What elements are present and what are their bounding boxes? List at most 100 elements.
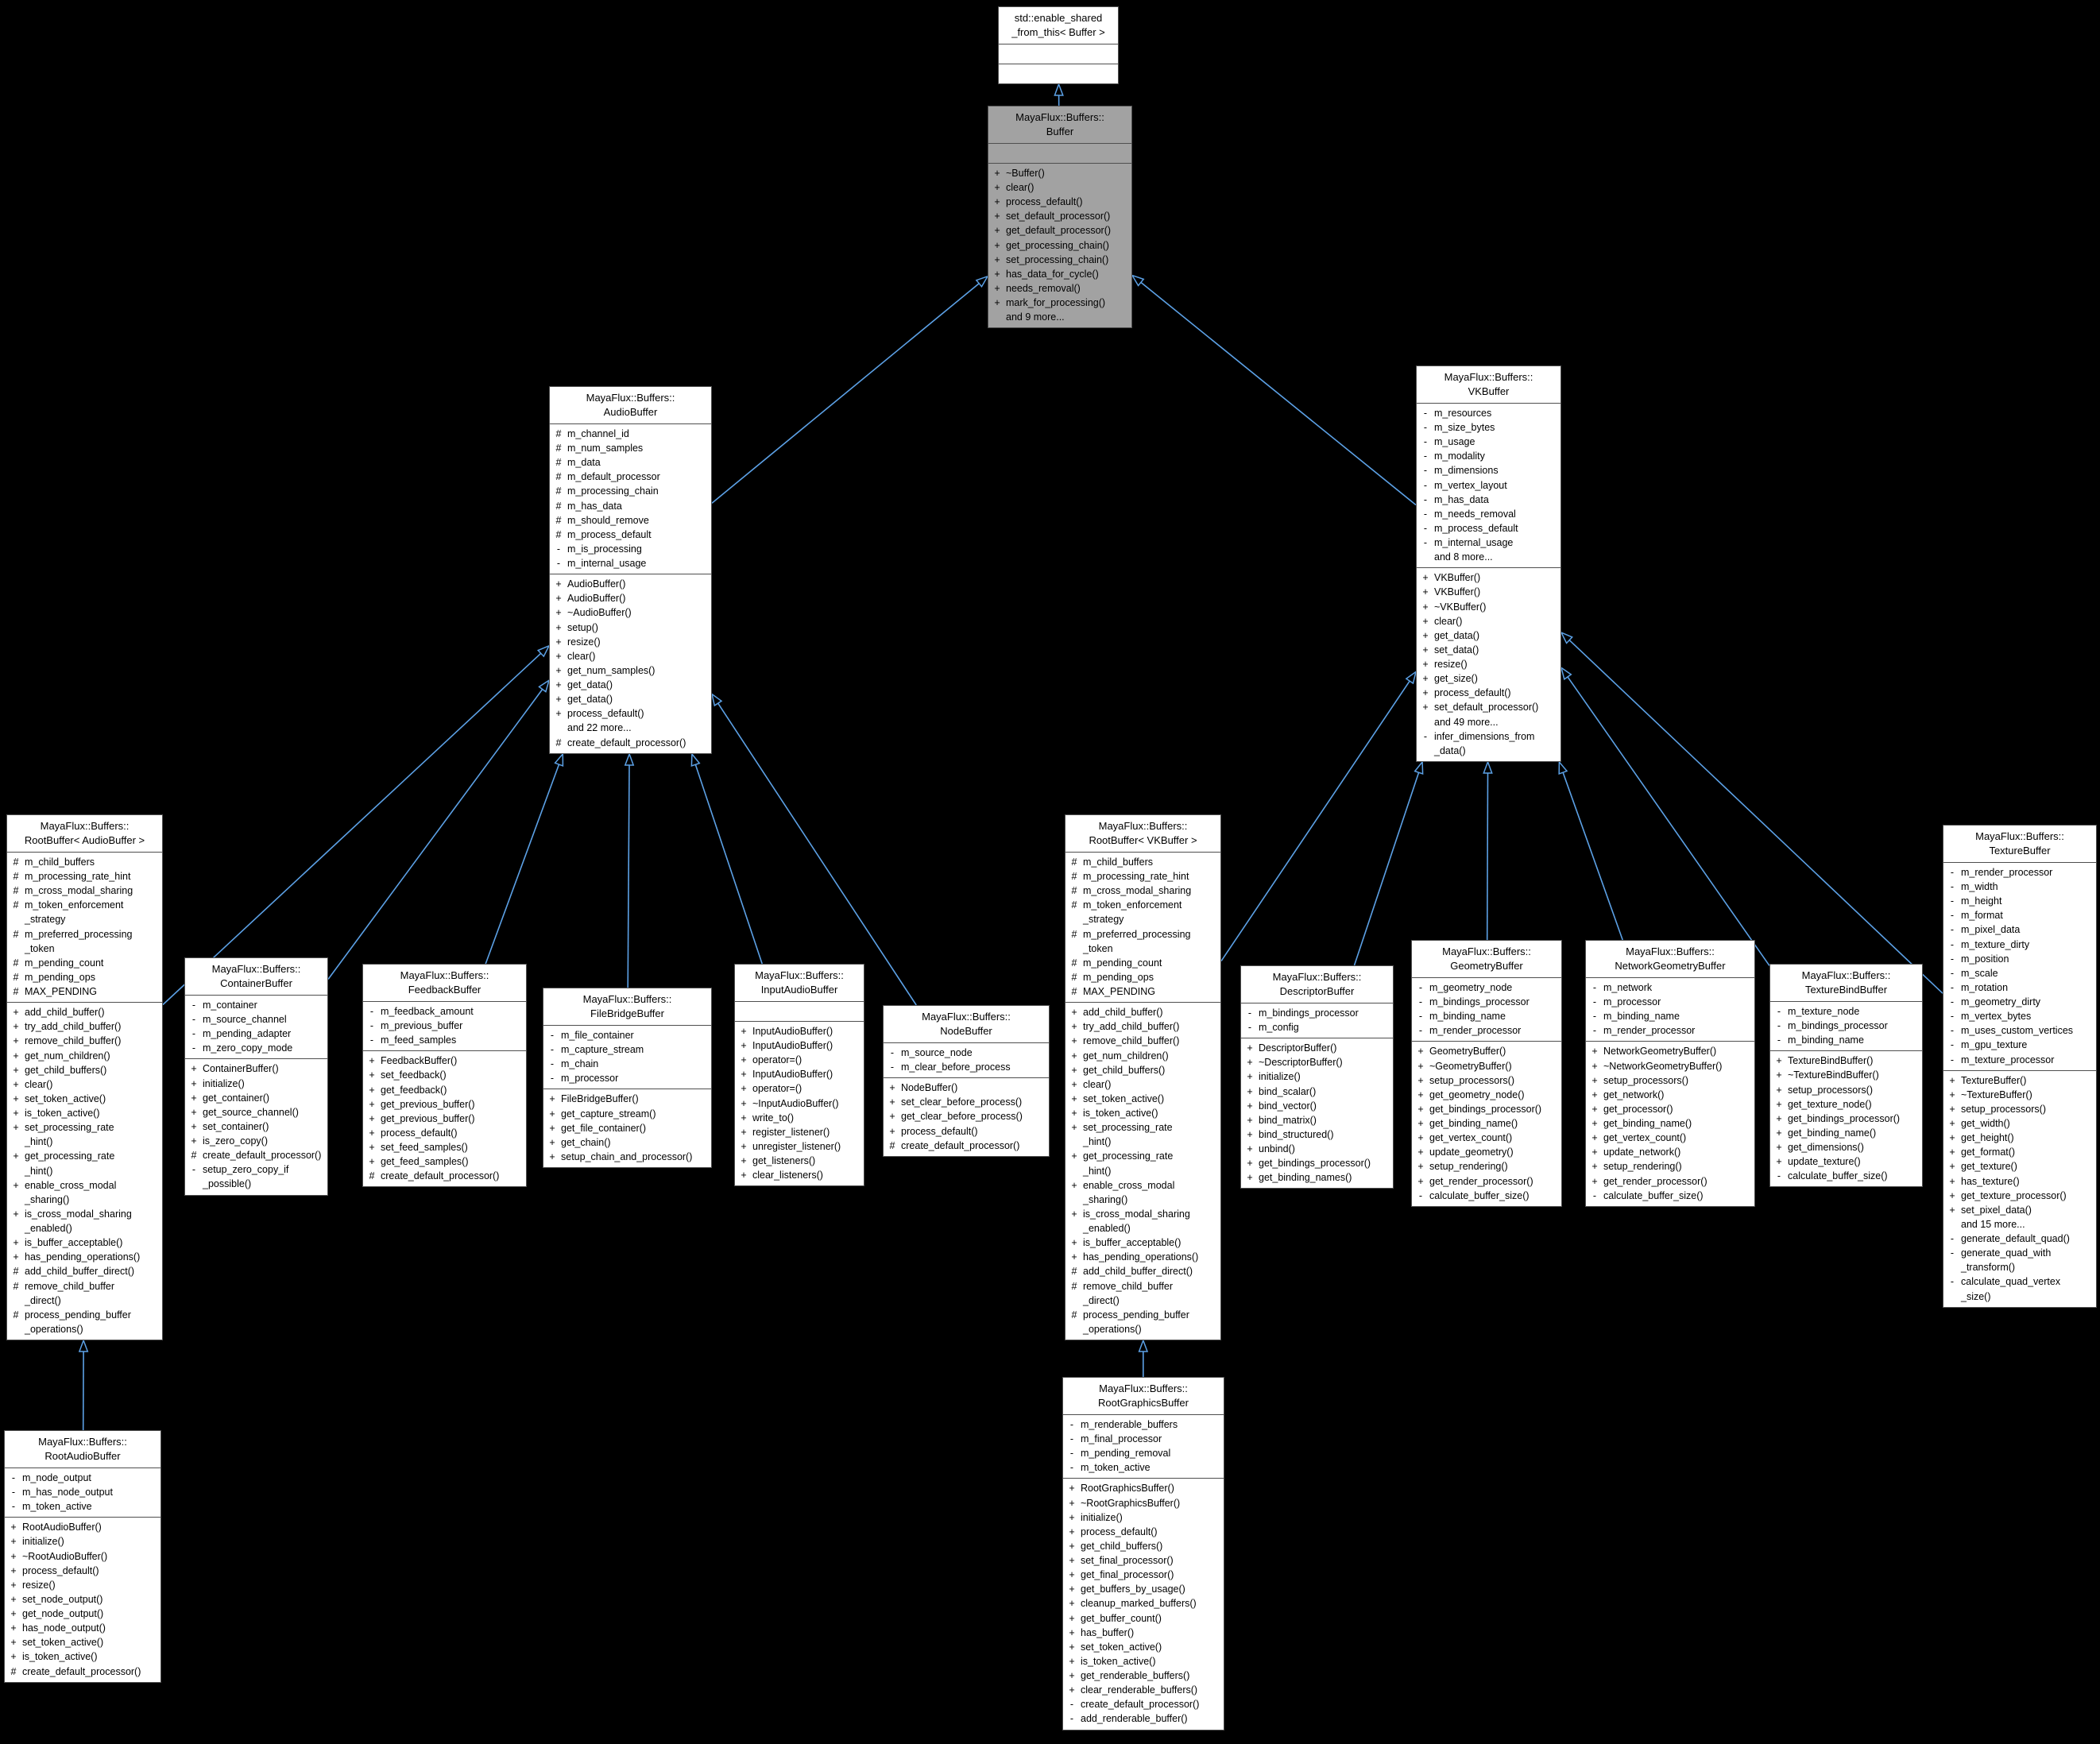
- inheritance-arrowhead: [538, 679, 551, 693]
- class-box-audio_buffer[interactable]: MayaFlux::Buffers:: AudioBuffer#m_channe…: [549, 386, 712, 754]
- visibility-marker: +: [13, 1208, 19, 1220]
- class-member: +enable_cross_modal _sharing(): [1065, 1178, 1220, 1207]
- class-member: -m_scale: [1943, 966, 2096, 980]
- methods-section: +TextureBindBuffer()+~TextureBindBuffer(…: [1770, 1050, 1922, 1186]
- class-member: +clear(): [988, 180, 1131, 195]
- member-name: ~InputAudioBuffer(): [752, 1097, 839, 1109]
- member-name: set_container(): [203, 1120, 269, 1132]
- member-name: is_token_active(): [25, 1108, 100, 1119]
- visibility-marker: -: [1423, 493, 1428, 505]
- visibility-marker: +: [741, 1025, 747, 1037]
- class-member: +enable_cross_modal _sharing(): [7, 1178, 162, 1207]
- visibility-marker: +: [13, 1021, 19, 1033]
- inheritance-arrowhead: [1138, 1338, 1149, 1352]
- visibility-marker: +: [1417, 1074, 1424, 1086]
- class-box-geometry_buffer[interactable]: MayaFlux::Buffers:: GeometryBuffer-m_geo…: [1411, 940, 1562, 1207]
- class-member: #m_pending_count: [1065, 956, 1220, 970]
- class-member: +get_format(): [1943, 1145, 2096, 1159]
- visibility-marker: -: [1418, 1025, 1423, 1037]
- member-name: m_preferred_processing _token: [1083, 928, 1191, 954]
- class-box-buffer[interactable]: MayaFlux::Buffers:: Buffer+~Buffer()+cle…: [988, 106, 1132, 329]
- class-box-root_graphics_buffer[interactable]: MayaFlux::Buffers:: RootGraphicsBuffer-m…: [1062, 1377, 1224, 1730]
- visibility-marker: +: [1247, 1085, 1253, 1097]
- member-name: get_vertex_count(): [1603, 1132, 1687, 1144]
- class-box-node_buffer[interactable]: MayaFlux::Buffers:: NodeBuffer-m_source_…: [883, 1005, 1050, 1157]
- inheritance-arrowhead: [1131, 274, 1145, 287]
- inheritance-arrowhead: [975, 275, 989, 288]
- member-name: ContainerBuffer(): [203, 1063, 279, 1075]
- class-member: +bind_matrix(): [1241, 1113, 1393, 1127]
- class-member: -calculate_buffer_size(): [1412, 1189, 1561, 1203]
- visibility-marker: +: [13, 1179, 19, 1191]
- member-name: m_render_processor: [1603, 1025, 1696, 1037]
- class-member: +get_default_processor(): [988, 223, 1131, 238]
- member-name: get_bindings_processor(): [1788, 1112, 1901, 1124]
- class-member: -m_capture_stream: [543, 1042, 711, 1057]
- inheritance-edge-texture_bind_buffer-to-vk_buffer: [1567, 676, 1770, 966]
- methods-section: +FeedbackBuffer()+set_feedback()+get_fee…: [363, 1050, 526, 1186]
- visibility-marker: #: [13, 1266, 19, 1278]
- class-box-texture_buffer[interactable]: MayaFlux::Buffers:: TextureBuffer-m_rend…: [1943, 825, 2097, 1308]
- class-member: +NetworkGeometryBuffer(): [1586, 1044, 1754, 1058]
- visibility-marker: +: [13, 1122, 19, 1134]
- class-member: #create_default_processor(): [185, 1148, 327, 1162]
- inheritance-edge-audio_buffer-to-buffer: [711, 283, 980, 504]
- class-box-file_bridge_buffer[interactable]: MayaFlux::Buffers:: FileBridgeBuffer-m_f…: [543, 988, 712, 1169]
- visibility-marker: +: [1949, 1204, 1955, 1216]
- class-box-network_geometry_buffer[interactable]: MayaFlux::Buffers:: NetworkGeometryBuffe…: [1585, 940, 1755, 1207]
- inheritance-edge-file_bridge_buffer-to-audio_buffer: [627, 764, 630, 988]
- class-member: +process_default(): [550, 706, 711, 721]
- class-box-container_buffer[interactable]: MayaFlux::Buffers:: ContainerBuffer-m_co…: [184, 957, 328, 1196]
- visibility-marker: +: [555, 664, 562, 676]
- member-name: m_bindings_processor: [1259, 1007, 1359, 1019]
- visibility-marker: -: [890, 1046, 895, 1058]
- visibility-marker: +: [13, 1092, 19, 1104]
- visibility-marker: +: [10, 1522, 17, 1533]
- class-member: +ContainerBuffer(): [185, 1061, 327, 1076]
- member-name: ~GeometryBuffer(): [1429, 1060, 1512, 1072]
- class-member: +FeedbackBuffer(): [363, 1054, 526, 1068]
- member-name: m_network: [1603, 981, 1653, 993]
- visibility-marker: -: [1950, 1025, 1955, 1037]
- class-member: +get_chain(): [543, 1135, 711, 1150]
- class-box-root_buffer_audio[interactable]: MayaFlux::Buffers:: RootBuffer< AudioBuf…: [6, 814, 163, 1341]
- inheritance-arrowhead: [1560, 666, 1572, 681]
- class-member: -m_final_processor: [1063, 1432, 1224, 1446]
- class-box-descriptor_buffer[interactable]: MayaFlux::Buffers:: DescriptorBuffer-m_b…: [1240, 965, 1394, 1189]
- visibility-marker: -: [1592, 1011, 1597, 1023]
- class-member: +bind_structured(): [1241, 1127, 1393, 1142]
- member-name: set_final_processor(): [1081, 1555, 1174, 1567]
- visibility-marker: -: [11, 1471, 16, 1483]
- visibility-marker: -: [550, 1044, 555, 1056]
- class-box-input_audio_buffer[interactable]: MayaFlux::Buffers:: InputAudioBuffer+Inp…: [734, 964, 864, 1187]
- methods-section: +ContainerBuffer()+initialize()+get_cont…: [185, 1058, 327, 1194]
- class-member: +set_default_processor(): [988, 209, 1131, 223]
- class-member: +NodeBuffer(): [884, 1081, 1049, 1095]
- class-box-vk_buffer[interactable]: MayaFlux::Buffers:: VKBuffer-m_resources…: [1416, 365, 1561, 762]
- class-title: MayaFlux::Buffers:: FeedbackBuffer: [363, 965, 526, 1002]
- inheritance-arrowhead: [78, 1338, 89, 1352]
- visibility-marker: +: [1591, 1046, 1598, 1058]
- class-box-enable_shared[interactable]: std::enable_shared _from_this< Buffer >: [998, 6, 1119, 84]
- class-member: #add_child_buffer_direct(): [1065, 1264, 1220, 1278]
- class-member: +FileBridgeBuffer(): [543, 1092, 711, 1106]
- class-member: #MAX_PENDING: [7, 984, 162, 999]
- member-name: has_texture(): [1961, 1175, 2020, 1187]
- member-name: generate_default_quad(): [1961, 1233, 2070, 1245]
- class-box-texture_bind_buffer[interactable]: MayaFlux::Buffers:: TextureBindBuffer-m_…: [1769, 964, 1923, 1188]
- class-box-root_audio_buffer[interactable]: MayaFlux::Buffers:: RootAudioBuffer-m_no…: [4, 1430, 161, 1683]
- class-member: #process_pending_buffer _operations(): [7, 1308, 162, 1336]
- visibility-marker: -: [550, 1029, 555, 1041]
- visibility-marker: +: [1069, 1584, 1075, 1595]
- member-name: process_default(): [22, 1564, 99, 1576]
- inheritance-arrowhead: [554, 752, 564, 767]
- class-box-root_buffer_vk[interactable]: MayaFlux::Buffers:: RootBuffer< VKBuffer…: [1065, 814, 1221, 1341]
- member-name: m_render_processor: [1961, 866, 2053, 878]
- class-title: MayaFlux::Buffers:: ContainerBuffer: [185, 958, 327, 996]
- class-member: +get_feedback(): [363, 1083, 526, 1097]
- class-box-feedback_buffer[interactable]: MayaFlux::Buffers:: FeedbackBuffer-m_fee…: [362, 964, 527, 1188]
- member-name: clear_listeners(): [752, 1170, 823, 1181]
- class-member: -m_source_channel: [185, 1012, 327, 1027]
- member-name: process_pending_buffer _operations(): [25, 1309, 131, 1335]
- member-name: get_chain(): [561, 1136, 611, 1148]
